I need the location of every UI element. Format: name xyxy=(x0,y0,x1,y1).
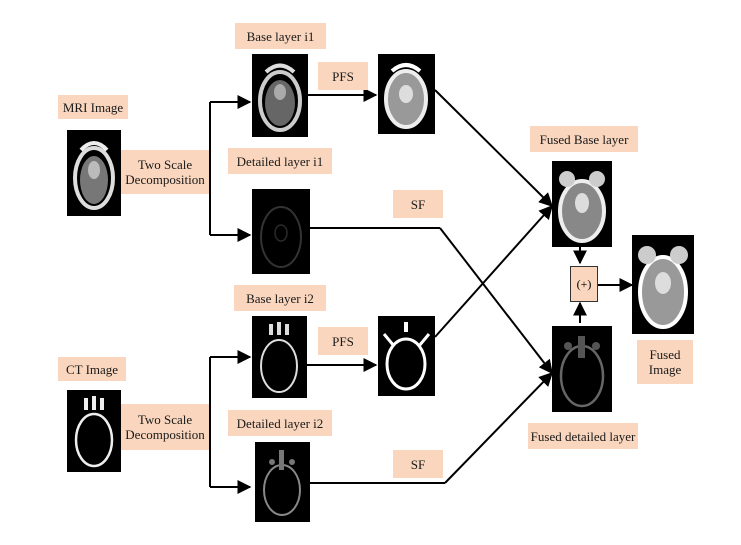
base-layer-i1-image xyxy=(252,54,308,137)
ct-image-label: CT Image xyxy=(58,357,126,381)
base-layer-i2-label: Base layer i2 xyxy=(234,285,326,311)
base-layer-i2-image xyxy=(252,316,307,398)
detailed-layer-i2-label: Detailed layer i2 xyxy=(228,410,332,436)
mri-image xyxy=(67,130,121,216)
sf-top-label: SF xyxy=(393,190,443,218)
fused-base-layer-image xyxy=(552,161,612,247)
pfs-bottom-output-image xyxy=(378,316,435,396)
fused-image xyxy=(632,235,694,334)
bottom-decomposition-label: Two Scale Decomposition xyxy=(121,404,209,450)
base-layer-i1-label: Base layer i1 xyxy=(235,23,326,49)
detailed-layer-i1-image xyxy=(252,189,310,274)
detailed-layer-i1-label: Detailed layer i1 xyxy=(228,148,332,174)
arrow-detailed-i1-to-fused-detail xyxy=(439,227,553,375)
ct-image xyxy=(67,390,121,472)
top-decomposition-label: Two Scale Decomposition xyxy=(121,150,209,194)
fused-image-label: Fused Image xyxy=(637,340,693,384)
mri-image-label: MRI Image xyxy=(58,95,128,119)
pfs-bottom-label: PFS xyxy=(318,327,368,355)
arrow-base-i1-to-fused-base xyxy=(434,89,553,207)
fused-detailed-layer-label: Fused detailed layer xyxy=(528,423,638,449)
pfs-top-output-image xyxy=(378,54,435,134)
pfs-top-label: PFS xyxy=(318,62,368,90)
fused-base-layer-label: Fused Base layer xyxy=(530,126,638,152)
fused-detailed-layer-image xyxy=(552,326,612,412)
sf-bottom-label: SF xyxy=(393,450,443,478)
arrow-detailed-i2-to-fused-detail xyxy=(444,371,553,484)
detailed-layer-i2-image xyxy=(255,442,310,522)
sum-operator: (+) xyxy=(570,266,598,302)
arrow-base-i2-to-fused-base xyxy=(434,204,553,338)
